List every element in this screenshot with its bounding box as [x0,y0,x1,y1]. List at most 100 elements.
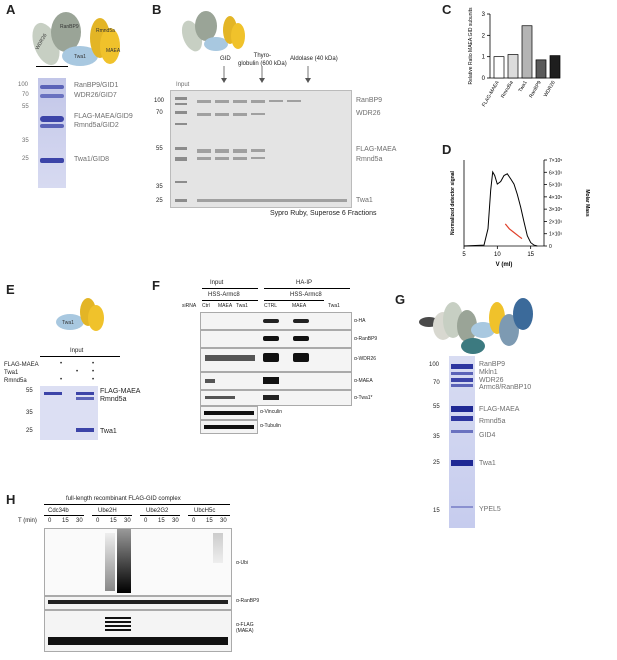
time-0-2: 30 [76,518,83,524]
mw-15-g: 15 [433,508,440,514]
gel-g [449,356,475,528]
band-label-armc8-g: Armc8/RanBP10 [479,384,532,391]
e2-ube2h: Ube2H [98,508,117,514]
blot-tubulin [200,420,258,434]
y2-tick-label-d-3: 3×10⁵ [549,207,562,213]
mw-55-g: 55 [433,404,440,410]
sirna-label: siRNA [182,303,197,309]
x-tick-label-d-0: 5 [462,252,466,258]
mw-100-g: 100 [429,362,440,368]
blot-label-flag: α-FLAG (MAEA) [236,622,254,634]
y2-axis-label-d: Molar Mass [584,189,590,216]
mw-35-b: 35 [156,184,163,190]
x-tick-label-c-2: Twa1 [518,80,529,94]
gid-complex-cartoon-g [419,298,533,354]
col-ctrl-1: Ctrl [202,303,210,309]
blot-label-wdr26: α-WDR26 [354,356,377,362]
bar-c-0 [493,56,505,79]
x-tick-label-c-0: FLAG-MAEA [481,79,501,108]
mw-35-e: 35 [26,410,33,416]
time-3-1: 15 [206,518,213,524]
row-label-rmnd5a: Rmnd5a [4,378,27,384]
y2-tick-label-d-7: 7×10⁵ [549,158,562,164]
blot-label-tubulin: α-Tubulin [260,423,281,429]
bar-c-1 [507,54,519,79]
y-axis-label-c: Relative Ratio MAEA:GID subunits [468,7,474,84]
svg-text:RanBP9: RanBP9 [60,24,79,30]
marker-arrows [221,66,311,83]
svg-text:Twa1: Twa1 [62,320,74,326]
panel-label-a: A [6,2,16,17]
mw-100-a: 100 [18,82,29,88]
dot-2-2: • [92,377,95,383]
dot-2-0: • [60,377,63,383]
time-1-1: 15 [110,518,117,524]
e2-cdc34b: Cdc34b [48,508,69,514]
band-label-mkln1-g: Mkln1 [479,369,498,376]
blot-flag [44,610,232,652]
band-label-rmnd5a-e: Rmnd5a [100,396,127,403]
bar-c-2 [521,25,533,79]
x-axis-label-d: V (ml) [496,262,513,268]
x-tick-label-c-3: RanBP9 [528,80,543,99]
y-tick-label-c-0: 0 [482,76,486,82]
time-3-2: 30 [220,518,227,524]
panel-a: A WDR26 RanBP9 Twa1 Rmnd5a MAEA 100 70 5… [0,0,150,250]
band-label-twa1-b: Twa1 [356,197,373,204]
col-twa1-2: Twa1 [328,303,340,309]
panel-label-b: B [152,2,162,17]
gel-a [38,78,66,188]
svg-text:MAEA: MAEA [106,48,121,54]
dot-1-1: • [76,369,79,375]
gel-b [170,90,352,208]
panel-label-e: E [6,282,15,297]
gel-e [40,386,98,440]
gel-caption-b: Sypro Ruby, Superose 6 Fractions [270,210,377,217]
x-tick-label-d-1: 10 [494,252,501,258]
bar-c-4 [549,55,561,79]
panel-e: E Twa1 Input FLAG-MAEA Twa1 Rmnd5a • • •… [0,280,140,480]
y2-tick-label-d-2: 2×10⁵ [549,219,562,225]
band-label-twa1-a: Twa1/GID8 [74,156,110,163]
mw-55-e: 55 [26,388,33,394]
y-axis-label-d: Normalized detector signal [450,170,456,235]
blot-ubi [44,528,232,596]
band-label-ranbp9-b: RanBP9 [356,97,383,104]
x-tick-label-c-1: Rmnd5a [500,80,515,100]
mw-55-a: 55 [22,104,29,110]
y2-tick-label-d-4: 4×10⁵ [549,195,562,201]
input-label-b: Input [176,82,190,88]
time-1-0: 0 [96,518,100,524]
time-label: T (min) [18,518,37,524]
mw-25-a: 25 [22,156,29,162]
signal-line-d [463,170,538,247]
mw-35-g: 35 [433,434,440,440]
mw-25-g: 25 [433,460,440,466]
h-title: full-length recombinant FLAG-GID complex [66,496,181,502]
row-label-twa1: Twa1 [4,370,19,376]
panel-label-g: G [395,292,406,307]
band-label-rmnd5a-b: Rmnd5a [356,156,383,163]
blot-ha [200,312,352,330]
blot-label-ranbp9-h: α-RanBP9 [236,598,260,604]
band-label-ranbp9-g: RanBP9 [479,361,506,368]
blot-ranbp9 [200,330,352,348]
e2-ubch5c: UbcH5c [194,508,216,514]
blot-label-ubi: α-Ubi [236,560,249,566]
band-label-rmnd5a-g: Rmnd5a [479,418,506,425]
blot-label-vinculin: α-Vinculin [260,409,282,415]
marker-aldolase: Aldolase (40 kDa) [290,56,338,62]
time-0-0: 0 [48,518,52,524]
haip-header-f: HA-IP [296,280,313,286]
blot-twa1 [200,390,352,406]
svg-text:Twa1: Twa1 [74,54,86,60]
blot-wdr26 [200,348,352,372]
mw-25-b: 25 [156,198,163,204]
time-0-1: 15 [62,518,69,524]
mw-70-b: 70 [156,110,163,116]
mw-55-b: 55 [156,146,163,152]
marker-gid: GID [220,56,231,62]
